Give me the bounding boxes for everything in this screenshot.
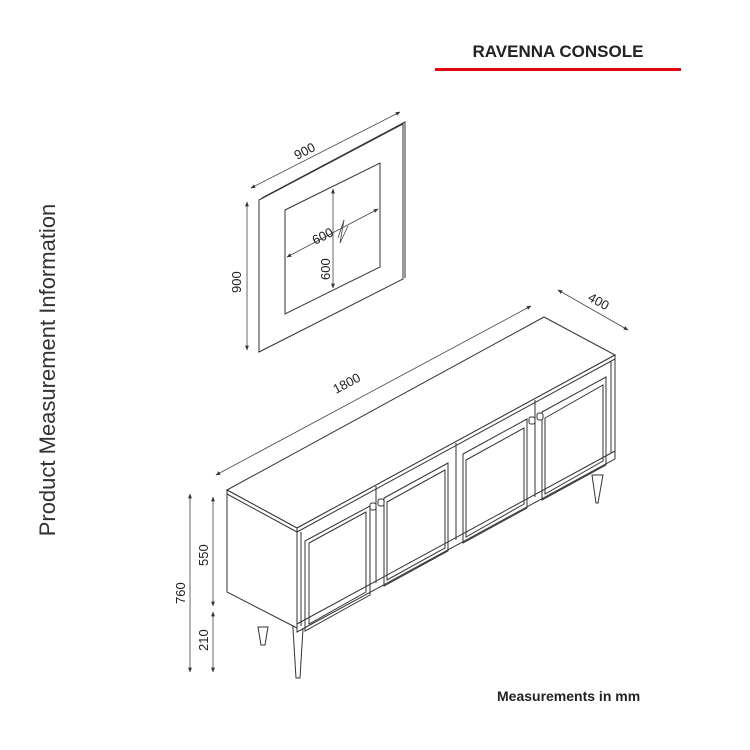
total-height-label: 760 — [173, 582, 188, 604]
console-length-label: 1800 — [330, 370, 363, 397]
mirror-width-label: 900 — [292, 139, 318, 162]
leg-height-label: 210 — [196, 629, 211, 651]
glass-height-label: 600 — [318, 258, 333, 280]
console-depth-label: 400 — [586, 290, 612, 314]
product-title: RAVENNA CONSOLE — [472, 42, 644, 61]
body-height-label: 550 — [196, 544, 211, 566]
console-drawing — [188, 289, 629, 679]
mirror-height-label: 900 — [229, 271, 244, 293]
title-underline — [435, 68, 681, 71]
units-note: Measurements in mm — [497, 688, 641, 704]
